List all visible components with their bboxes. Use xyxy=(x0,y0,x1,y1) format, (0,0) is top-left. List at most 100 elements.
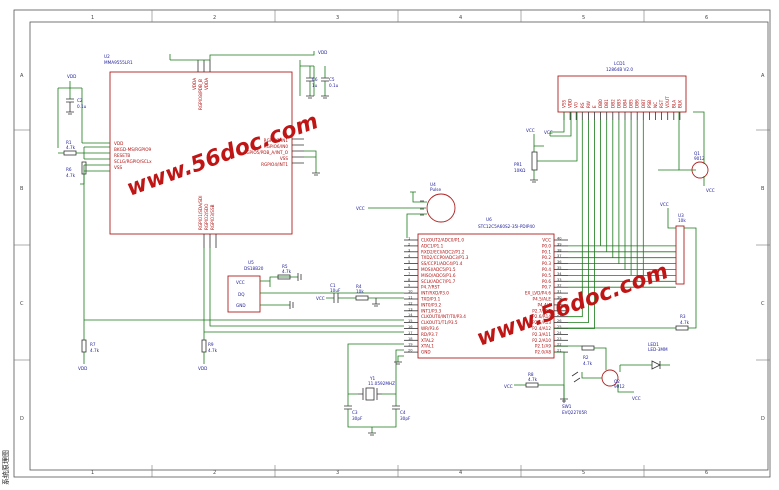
u6-left-pin-number: 11 xyxy=(408,296,413,300)
grid-col-4-bottom: 4 xyxy=(459,470,462,476)
u4-pulse-sensor: U4 Pulse VCC xyxy=(356,182,456,238)
u2-pin-vdda: VDDA xyxy=(192,78,197,90)
u6-left-pin-number: 4 xyxy=(408,254,411,258)
u6-left-pin-label: WR/P3.6 xyxy=(421,326,439,331)
u5-part: DS18B20 xyxy=(244,266,264,271)
u6-left-pin-number: 3 xyxy=(408,248,410,252)
lcd-pin-label: RS xyxy=(580,102,585,108)
u6-right-pin-number: 28 xyxy=(557,307,562,311)
data-bus-wire xyxy=(568,120,676,288)
u4-ref: U4 xyxy=(430,182,436,187)
r1-val: 4.7k xyxy=(66,145,76,150)
crystal-network: Y1 11.0592MHZ C3 30pF C4 30pF xyxy=(344,343,411,436)
output-network: R3 4.7k LED1 LED-3MM R2 4.7k Q2 9012 VCC… xyxy=(504,227,697,415)
u2-pin-rgpio7: RGPIO7/IN1 xyxy=(264,138,289,143)
u6-right-pin-number: 36 xyxy=(557,260,562,264)
u6-right-pin-number: 39 xyxy=(557,242,562,246)
u6-right-pin-number: 30 xyxy=(557,296,562,300)
u6-left-pin-number: 8 xyxy=(408,278,411,282)
vcc-label-c1: VCC xyxy=(316,296,325,301)
sheet-caption: 系统原理图 xyxy=(1,450,10,485)
u6-right-pin-number: 27 xyxy=(557,313,562,317)
r7-val: 4.7k xyxy=(90,348,100,353)
grid-row-d-right: D xyxy=(761,416,765,422)
u6-left-pin-number: 13 xyxy=(408,307,413,311)
r5-body xyxy=(277,274,291,280)
vdd-label-r7: VDD xyxy=(78,366,87,371)
grid-row-b: B xyxy=(20,186,24,192)
u6-left-pin-label: INT0/P3.2 xyxy=(421,302,442,307)
lcd-pin-label: DB1 xyxy=(604,99,609,108)
r8-val: 4.7k xyxy=(528,377,538,382)
vcc-label-lcd: VCC xyxy=(544,130,553,135)
u6-right-pin-number: 38 xyxy=(557,248,562,252)
u5-temperature-sensor: U5 DS18B20 VCC DQ GND R5 4.7k xyxy=(227,260,404,313)
r2-ref: R2 xyxy=(583,355,589,360)
vcc-label-q1: VCC xyxy=(706,188,715,193)
lcd-pin-label: BLK xyxy=(677,100,682,108)
lcd-body xyxy=(557,75,687,113)
r5-val: 4.7k xyxy=(282,269,292,274)
vdd-label-r9: VDD xyxy=(198,366,207,371)
c3-ref: C3 xyxy=(352,410,358,415)
column-dividers xyxy=(14,10,770,477)
lcd-pin-label: RST xyxy=(659,99,664,108)
r4-body xyxy=(355,295,369,301)
u6-right-pin-label: P2.7/A15 xyxy=(532,308,551,313)
q1-ref: Q1 xyxy=(694,151,700,156)
u6-left-pin-label: CLKOUT0/INT/T0/P3.4 xyxy=(421,314,466,319)
lcd-pin-label: VO xyxy=(574,101,579,108)
u6-ref: U6 xyxy=(486,217,492,222)
r7-ref: R7 xyxy=(90,342,96,347)
data-bus-wire xyxy=(568,120,676,282)
u6-left-pin-number: 15 xyxy=(408,319,413,323)
lcd-pin-label: DB3 xyxy=(616,99,621,108)
vcc-label-q2: VCC xyxy=(632,396,641,401)
grid-col-1: 1 xyxy=(91,15,94,21)
u6-left-pin-number: 17 xyxy=(408,331,413,335)
grid-row-b-right: B xyxy=(761,186,765,192)
u6-right-pin-label: P0.4 xyxy=(542,267,552,272)
u6-left-pin-label: XTAL2 xyxy=(421,338,434,343)
lcd-pin-label: DB2 xyxy=(610,99,615,108)
y1-val: 11.0592MHZ xyxy=(368,381,395,386)
u6-body xyxy=(417,233,555,359)
u5-ref: U5 xyxy=(248,260,254,265)
r7-body xyxy=(81,339,87,353)
u2-pin-rgpio6: RGPIO6/IN0 xyxy=(264,144,289,149)
control-wire xyxy=(568,120,589,323)
data-bus-wire xyxy=(568,120,676,276)
lcd-pin-label: VSS xyxy=(562,99,567,108)
lcd-pin-label: DB6 xyxy=(635,99,640,108)
u6-right-pin-label: P4.5/ALE xyxy=(533,297,552,302)
row-labels: A B C D A B C D xyxy=(20,73,765,422)
grid-col-1-bottom: 1 xyxy=(91,470,94,476)
grid-row-c: C xyxy=(20,301,24,307)
c1-ref: C1 xyxy=(330,283,336,288)
reset-network: VCC C1 10uF R4 10k xyxy=(316,283,404,307)
grid-col-6: 6 xyxy=(705,15,708,21)
u6-right-pin-label: P2.4/A12 xyxy=(532,326,551,331)
u6-right-pin-number: 34 xyxy=(557,272,562,276)
vcc-label-u4: VCC xyxy=(356,206,365,211)
u2-pin-bkgd: BKGD-MS/RGPIO9 xyxy=(114,147,151,152)
u6-right-pin-number: 37 xyxy=(557,254,562,258)
u6-right-pin-label: VCC xyxy=(542,238,551,243)
u6-left-pin-label: MOSI/ADC5/P1.5 xyxy=(421,267,456,272)
u6-right-pin-label: P0.1 xyxy=(542,249,552,254)
sw1-part: EVQ22705R xyxy=(562,410,587,415)
u3-ref: U3 xyxy=(678,213,684,218)
lcd-part: 12864B V2.0 xyxy=(606,67,633,72)
sw1-ref: SW1 xyxy=(562,404,572,409)
u3-resistor-network: U3 10k VCC xyxy=(660,202,686,285)
u6-right-pin-label: P0.5 xyxy=(542,273,552,278)
u6-right-pin-label: P0.2 xyxy=(542,255,552,260)
u2-pin-rgpio8: RGPIO8/PDB_B xyxy=(198,79,203,110)
u6-right-pin-label: P4.4/A xyxy=(538,302,552,307)
pr1-val: 10KΩ xyxy=(514,168,526,173)
outer-frame xyxy=(13,9,771,478)
u6-right-pin-number: 31 xyxy=(557,290,562,294)
u2-pin-vdd: VDD xyxy=(114,141,123,146)
